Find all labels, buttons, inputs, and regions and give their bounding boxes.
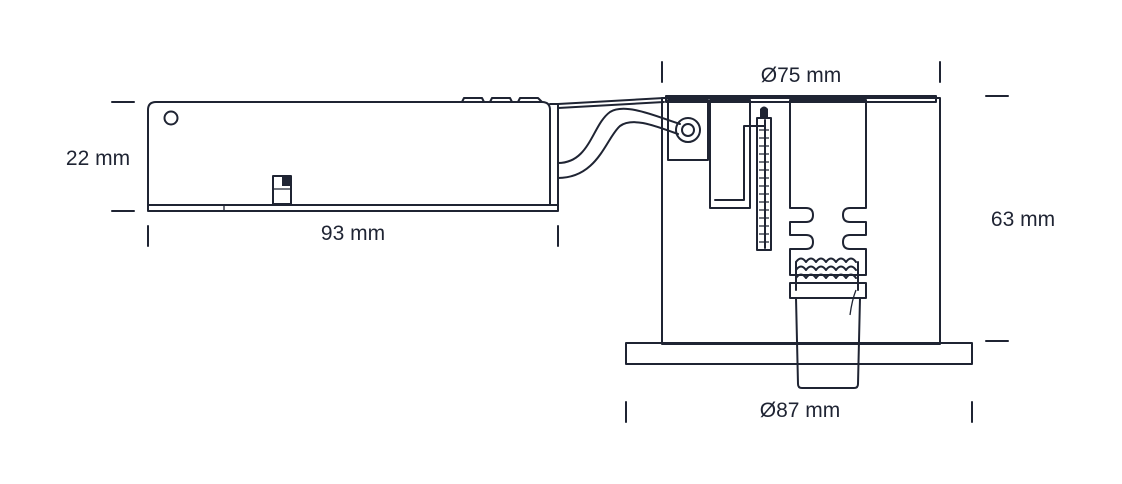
driver-height-marks [111,101,135,212]
cable-gland-icon [667,99,709,161]
lamp-socket [789,257,867,389]
driver-length-marks [147,225,559,247]
top-diameter-label: Ø75 mm [761,64,842,87]
dip-switch-icon [272,175,292,205]
flange-diameter-label: Ø87 mm [760,399,841,422]
connecting-cable [557,97,681,179]
fixture-height-marks [985,95,1009,342]
flange-diameter-marks [625,401,973,423]
mounting-hole-icon [163,110,179,126]
driver-length-label: 93 mm [321,222,385,245]
fixture-housing [625,95,973,365]
driver-height-label: 22 mm [66,147,130,170]
fixture-height-label: 63 mm [991,208,1055,231]
top-diameter-marks [661,61,941,83]
heat-sink [789,99,867,276]
spring-clip [709,99,772,251]
driver-box [147,97,559,212]
